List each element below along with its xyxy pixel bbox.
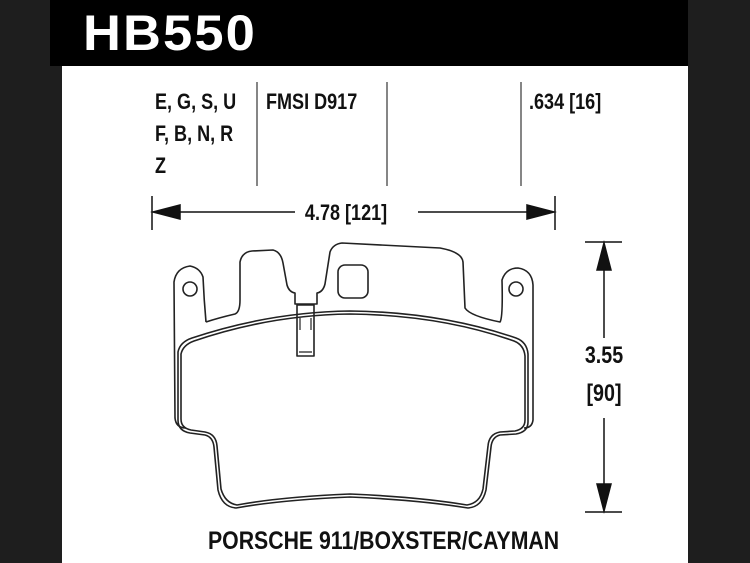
mounting-hole [508, 281, 524, 297]
compound-line-2: F, B, N, R [155, 121, 234, 146]
arrowhead-icon [526, 204, 557, 220]
width-dimension: 4.78 [121] [300, 197, 393, 229]
compound-line-3: Z [155, 153, 167, 178]
square-hole [337, 264, 369, 299]
arrowhead-icon [596, 483, 612, 514]
friction-material-inner [180, 313, 526, 506]
part-number-title: HB550 [83, 5, 257, 61]
compound-line-1: E, G, S, U [155, 89, 237, 114]
fmsi-number: FMSI D917 [266, 89, 358, 114]
wear-sensor-tab [296, 304, 315, 357]
mounting-hole [182, 281, 198, 297]
arrowhead-icon [596, 240, 612, 271]
height-dimension-in: 3.55 [584, 342, 624, 369]
wear-sensor-detail [299, 318, 312, 353]
vehicle-application: PORSCHE 911/BOXSTER/CAYMAN [208, 527, 560, 555]
arrowhead-icon [150, 204, 181, 220]
thickness-dimension: .634 [16] [529, 89, 602, 114]
height-dimension-mm: [90] [586, 380, 622, 407]
friction-material-outline [177, 310, 529, 509]
backing-plate-outline [173, 242, 534, 429]
header-band [50, 0, 688, 66]
